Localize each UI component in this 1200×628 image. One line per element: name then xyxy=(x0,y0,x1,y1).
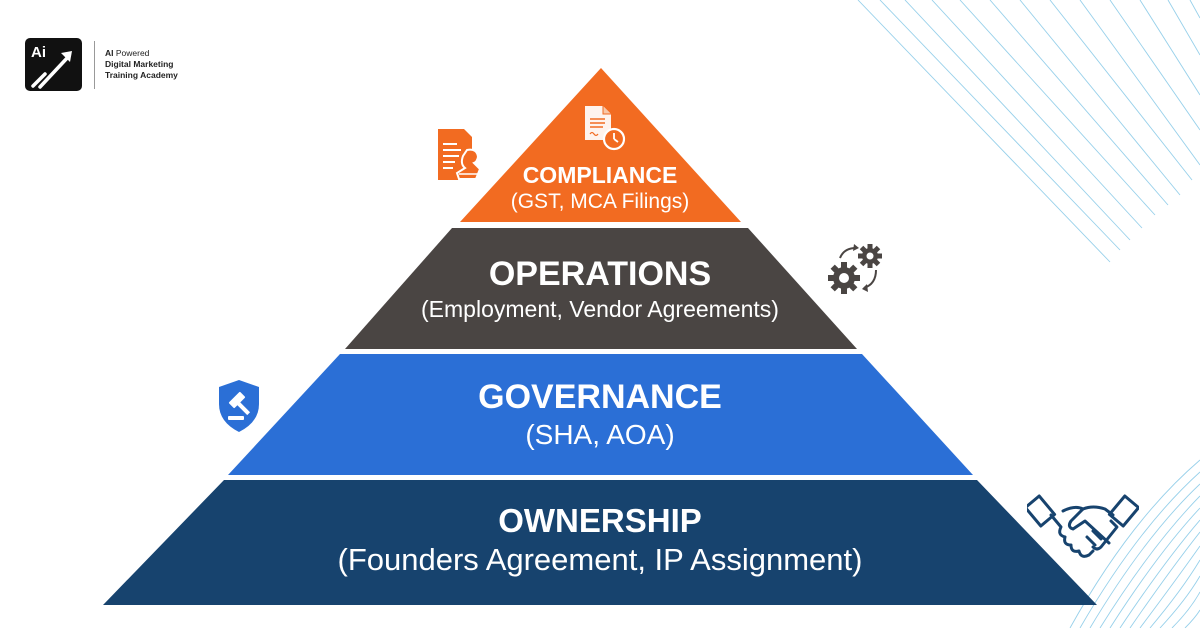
tier-operations-subtitle: (Employment, Vendor Agreements) xyxy=(421,296,779,322)
logo-divider xyxy=(94,40,95,89)
brand-line1-rest: Powered xyxy=(113,48,150,58)
brand-line3: Training Academy xyxy=(105,70,178,80)
handshake-icon xyxy=(1027,494,1139,558)
tier-compliance-subtitle: (GST, MCA Filings) xyxy=(510,190,690,213)
brand-name: AI Powered Digital Marketing Training Ac… xyxy=(105,48,178,81)
tier-compliance-shape xyxy=(460,68,741,222)
tier-compliance-title: COMPLIANCE xyxy=(522,162,678,188)
tier-governance-shape xyxy=(228,354,973,475)
brand-line2: Digital Marketing xyxy=(105,59,174,69)
document-clock-icon xyxy=(585,106,626,151)
tier-governance-title: GOVERNANCE xyxy=(478,378,722,416)
document-stamp-icon xyxy=(438,129,482,180)
tier-governance-label: GOVERNANCE (SHA, AOA) xyxy=(0,376,1200,452)
arrow-up-right-icon xyxy=(31,51,72,89)
tier-ownership-label: OWNERSHIP (Founders Agreement, IP Assign… xyxy=(0,501,1200,579)
tier-operations-title: OPERATIONS xyxy=(488,255,712,293)
tier-ownership-title: OWNERSHIP xyxy=(498,502,702,539)
brand-line1-bold: AI xyxy=(105,48,114,58)
tier-ownership-shape xyxy=(103,480,1097,605)
tier-compliance-label: COMPLIANCE (GST, MCA Filings) xyxy=(0,161,1200,215)
shield-gavel-icon xyxy=(219,380,259,432)
tier-ownership-subtitle: (Founders Agreement, IP Assignment) xyxy=(337,542,863,577)
tier-operations-label: OPERATIONS (Employment, Vendor Agreement… xyxy=(0,253,1200,323)
logo-mark: Ai xyxy=(25,38,82,91)
tier-governance-subtitle: (SHA, AOA) xyxy=(525,419,675,450)
logo-mark-text: Ai xyxy=(31,44,46,61)
brand-logo: Ai AI Powered Digital Marketing Training… xyxy=(25,38,178,91)
tier-operations-shape xyxy=(345,228,857,349)
gears-cycle-icon xyxy=(828,244,882,294)
